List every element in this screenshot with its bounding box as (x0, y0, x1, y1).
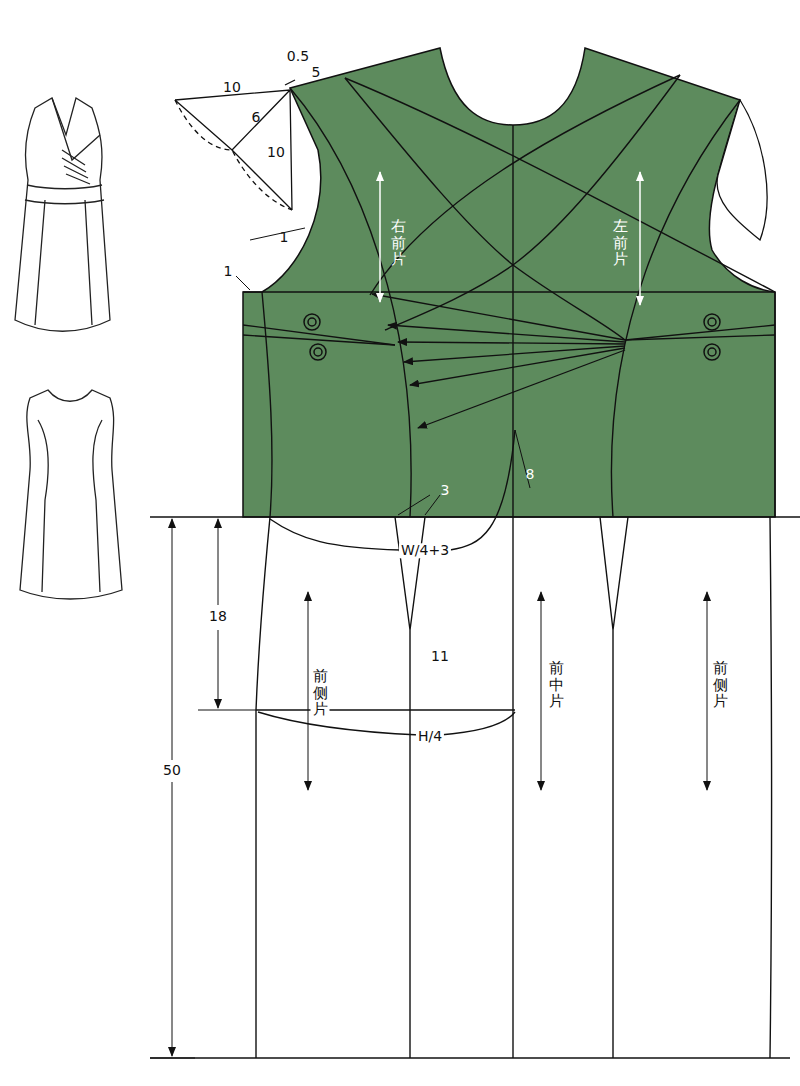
dimension-label: 10 (221, 80, 243, 95)
dimension-label: 11 (429, 649, 451, 664)
dimension-label: 10 (265, 145, 287, 160)
dimension-label: 1 (222, 264, 235, 279)
dimension-label: 3 (439, 483, 452, 498)
dimension-label: W/4+3 (399, 543, 451, 558)
dimension-label: 50 (161, 763, 183, 778)
dimension-label: 5 (310, 65, 323, 80)
dimension-label: 8 (524, 467, 537, 482)
dimension-label: 18 (207, 609, 229, 624)
dimension-label: 6 (250, 110, 263, 125)
dimension-label: H/4 (416, 729, 444, 744)
piece-name: 左前片 (611, 218, 630, 268)
piece-name: 前侧片 (311, 668, 330, 718)
piece-name: 前中片 (547, 660, 566, 710)
piece-name: 右前片 (389, 218, 408, 268)
dimension-label: 0.5 (285, 49, 311, 64)
piece-name: 前侧片 (711, 660, 730, 710)
dimension-label: 1 (278, 230, 291, 245)
